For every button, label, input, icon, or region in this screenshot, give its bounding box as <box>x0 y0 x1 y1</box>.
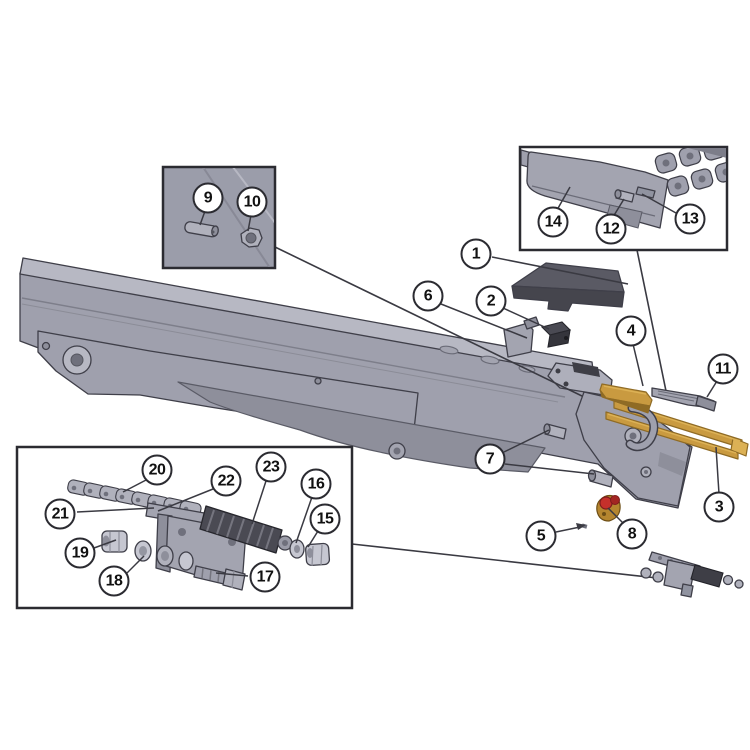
callout-15: 15 <box>309 503 341 535</box>
callout-4: 4 <box>615 315 647 347</box>
wear-pad <box>599 383 653 414</box>
chain-links <box>654 148 726 197</box>
leader-lines <box>76 186 720 577</box>
tensioner-assembled <box>640 551 744 598</box>
callout-8: 8 <box>616 518 648 550</box>
callout-5: 5 <box>525 520 557 552</box>
callout-11: 11 <box>707 353 739 385</box>
inset-connector-top-right <box>636 249 667 392</box>
callout-6: 6 <box>412 280 444 312</box>
chain-guide <box>651 387 717 412</box>
guide-pins <box>543 423 614 488</box>
fastener-block <box>540 321 572 348</box>
callout-22: 22 <box>210 465 242 497</box>
inset-connector-bottom-left <box>351 543 658 579</box>
inset-box-tensioner <box>15 445 354 610</box>
callout-16: 16 <box>300 468 332 500</box>
beam-side-pocket <box>177 381 546 473</box>
nut-part <box>240 227 263 248</box>
washer-16 <box>289 539 305 559</box>
callout-3: 3 <box>703 491 735 523</box>
washer-18 <box>134 540 194 571</box>
nut-15 <box>305 542 331 567</box>
callout-9: 9 <box>192 182 224 214</box>
beam-top-slots <box>439 345 536 373</box>
callout-17: 17 <box>249 561 281 593</box>
pin-part <box>184 221 219 238</box>
callout-2: 2 <box>475 285 507 317</box>
callout-21: 21 <box>44 498 76 530</box>
callout-13: 13 <box>674 203 706 235</box>
callout-19: 19 <box>64 537 96 569</box>
callout-23: 23 <box>255 451 287 483</box>
callout-10: 10 <box>236 186 268 218</box>
inset-box-pin-nut <box>161 165 277 270</box>
callout-14: 14 <box>537 206 569 238</box>
bar-bolt <box>614 189 635 203</box>
callout-12: 12 <box>595 213 627 245</box>
nut-19 <box>101 530 128 553</box>
bar-clip <box>635 186 656 199</box>
callout-7: 7 <box>474 443 506 475</box>
main-beam <box>19 257 693 509</box>
callout-20: 20 <box>141 454 173 486</box>
callout-18: 18 <box>98 565 130 597</box>
callout-1: 1 <box>460 238 492 270</box>
beam-left-bracket <box>37 330 419 431</box>
cover-plate <box>511 262 625 312</box>
inset-connector-top-left <box>274 246 618 414</box>
